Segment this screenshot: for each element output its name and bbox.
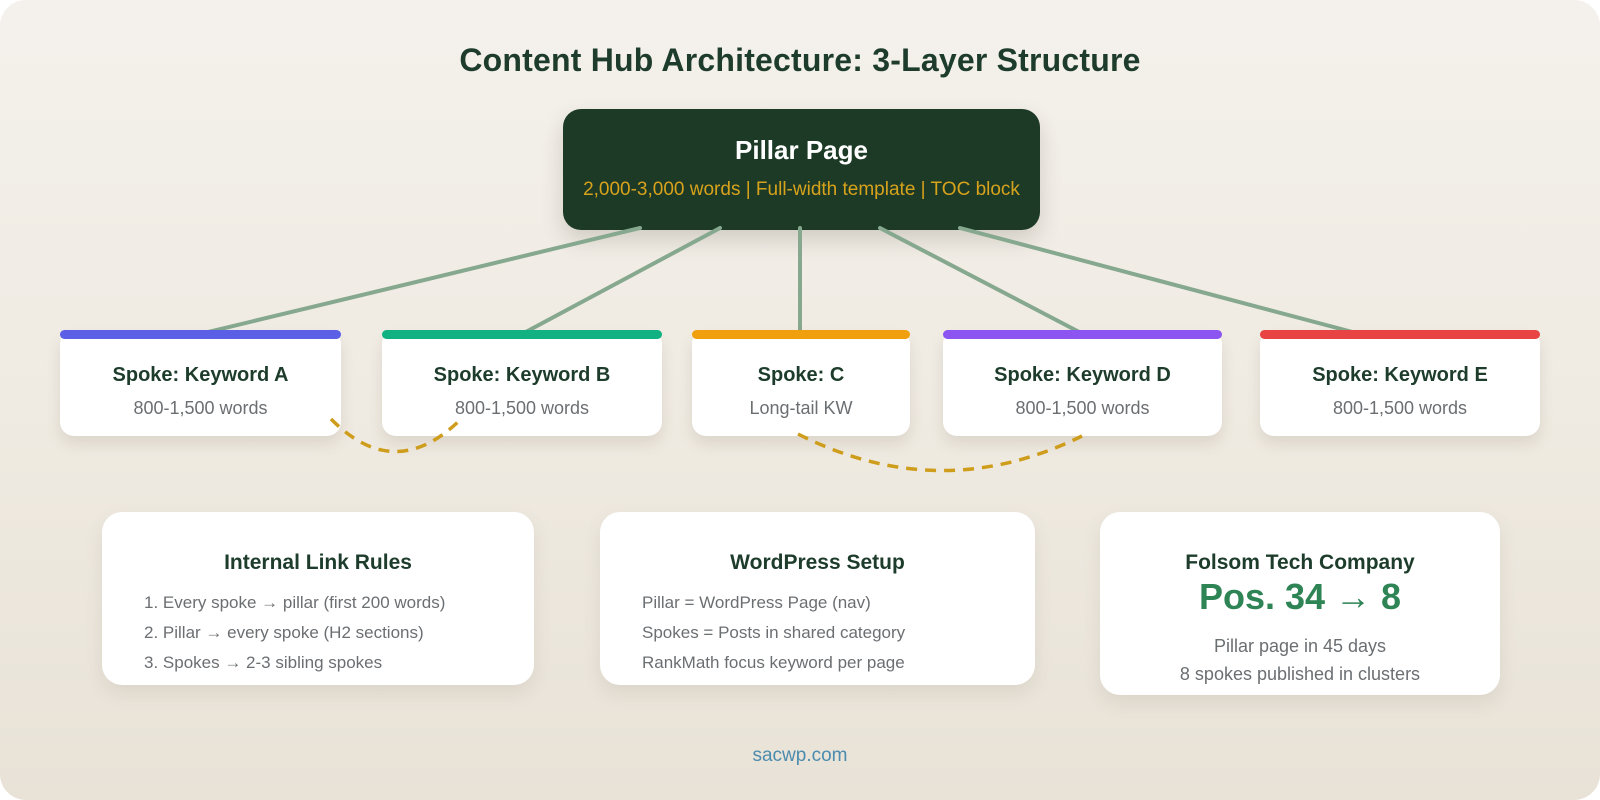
pillar-page-node: Pillar Page 2,000-3,000 words | Full-wid… (563, 109, 1040, 230)
ranking-improvement-stat: Pos. 34 → 8 (1198, 576, 1402, 617)
wordpress-setup-title: WordPress Setup (730, 551, 905, 574)
pillar-title: Pillar Page (735, 135, 868, 165)
case-study-item: 8 spokes published in clusters (1179, 664, 1421, 684)
case-study-item: Pillar page in 45 days (1213, 636, 1387, 656)
spoke-card-a: Spoke: Keyword A 800-1,500 words (60, 330, 341, 436)
spoke-b-title: Spoke: Keyword B (433, 364, 611, 386)
spoke-c-title: Spoke: C (757, 364, 845, 386)
spoke-e-subtitle: 800-1,500 words (1332, 398, 1468, 418)
spoke-a-title: Spoke: Keyword A (112, 364, 289, 386)
spoke-c-accent-bar (692, 330, 910, 339)
connector-line-e (958, 226, 1362, 336)
wordpress-setup-card: WordPress Setup Pillar = WordPress Page … (600, 512, 1035, 685)
internal-link-rules-title: Internal Link Rules (224, 551, 412, 574)
setup-item: RankMath focus keyword per page (642, 653, 905, 672)
rule-item: 2. Pillar → every spoke (H2 sections) (144, 623, 424, 642)
spoke-d-subtitle: 800-1,500 words (1015, 398, 1150, 418)
spoke-b-accent-bar (382, 330, 662, 339)
spoke-card-e: Spoke: Keyword E 800-1,500 words (1260, 330, 1540, 436)
connector-line-b (520, 226, 722, 336)
spoke-d-title: Spoke: Keyword D (994, 364, 1171, 386)
spoke-b-subtitle: 800-1,500 words (454, 398, 590, 418)
spoke-card-d: Spoke: Keyword D 800-1,500 words (943, 330, 1222, 436)
spoke-a-accent-bar (60, 330, 341, 339)
internal-link-rules-list: 1. Every spoke → pillar (first 200 words… (102, 588, 534, 678)
rule-item: 1. Every spoke → pillar (first 200 words… (144, 593, 446, 612)
wordpress-setup-list: Pillar = WordPress Page (nav) Spokes = P… (600, 588, 1035, 678)
setup-item: Pillar = WordPress Page (nav) (642, 593, 871, 612)
site-credit: sacwp.com (752, 745, 848, 766)
sibling-arc-c-d (797, 432, 1083, 473)
case-study-details: Pillar page in 45 days 8 spokes publishe… (1100, 632, 1500, 688)
setup-item: Spokes = Posts in shared category (642, 623, 906, 642)
spoke-card-b: Spoke: Keyword B 800-1,500 words (382, 330, 662, 436)
case-study-card: Folsom Tech Company Pos. 34 → 8 Pillar p… (1100, 512, 1500, 695)
page-title: Content Hub Architecture: 3-Layer Struct… (459, 42, 1141, 78)
spoke-e-accent-bar (1260, 330, 1540, 339)
rule-item: 3. Spokes → 2-3 sibling spokes (144, 653, 383, 672)
spoke-c-subtitle: Long-tail KW (749, 398, 853, 418)
pillar-subtitle: 2,000-3,000 words | Full-width template … (583, 179, 1020, 200)
spoke-a-subtitle: 800-1,500 words (133, 398, 268, 418)
internal-link-rules-card: Internal Link Rules 1. Every spoke → pil… (102, 512, 534, 685)
spoke-d-accent-bar (943, 330, 1222, 339)
spoke-card-c: Spoke: C Long-tail KW (692, 330, 910, 436)
connector-line-d (878, 226, 1085, 336)
spoke-e-title: Spoke: Keyword E (1312, 364, 1488, 386)
connector-line-a (198, 226, 642, 336)
case-study-title: Folsom Tech Company (1185, 551, 1415, 574)
